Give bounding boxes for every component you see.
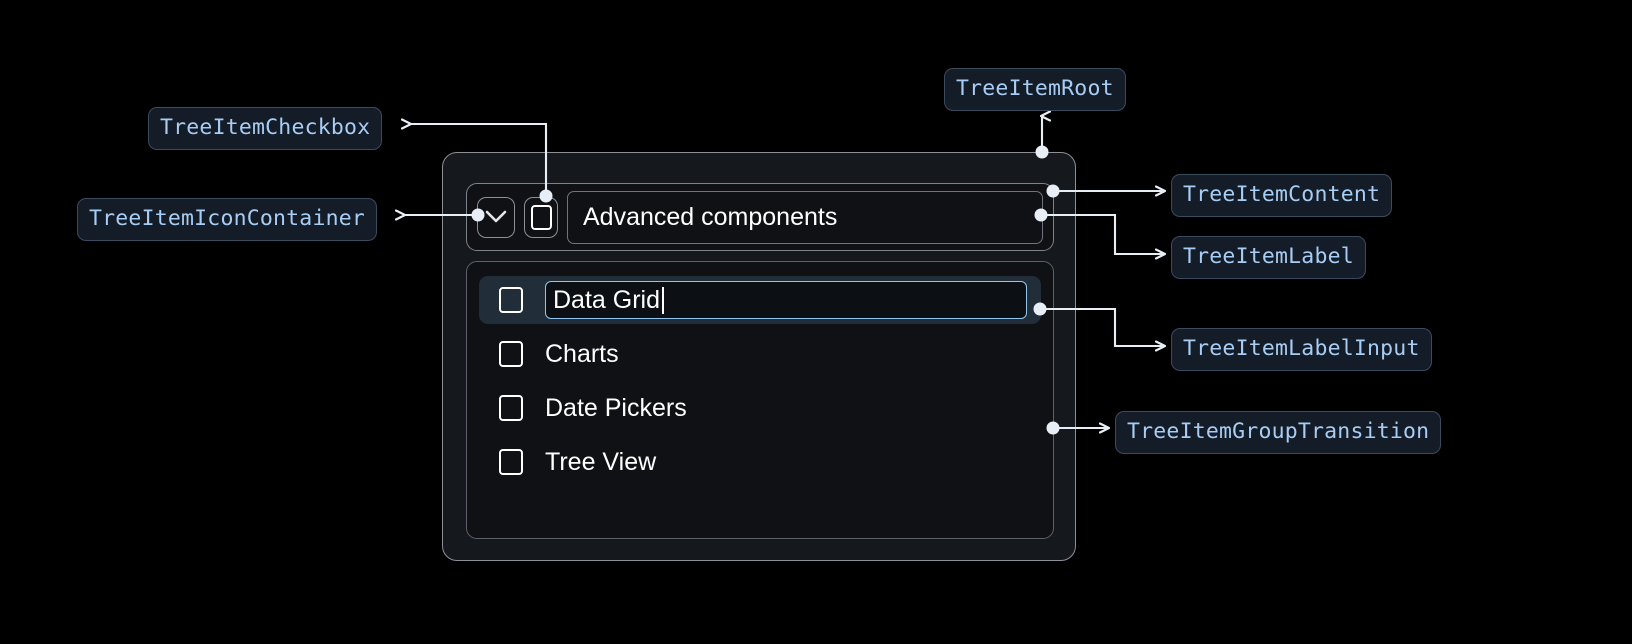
tree-item-label-text: Advanced components bbox=[583, 202, 838, 231]
tree-item-checkbox[interactable] bbox=[499, 287, 523, 313]
annotation-tree-item-root: TreeItemRoot bbox=[944, 68, 1126, 111]
tree-item-child-row[interactable]: Tree View bbox=[479, 438, 1041, 486]
tree-item-root[interactable]: Advanced components Data Grid Charts Dat… bbox=[442, 152, 1076, 561]
tree-item-group-transition: Data Grid Charts Date Pickers Tree View bbox=[466, 261, 1054, 539]
tree-item-child-row[interactable]: Charts bbox=[479, 330, 1041, 378]
text-caret bbox=[661, 286, 664, 314]
annotation-tree-item-label: TreeItemLabel bbox=[1171, 236, 1366, 279]
tree-item-content[interactable]: Advanced components bbox=[466, 183, 1054, 251]
tree-item-label: Charts bbox=[545, 339, 619, 368]
tree-item-label: Date Pickers bbox=[545, 393, 687, 422]
label-input-value: Data Grid bbox=[553, 285, 660, 314]
tree-item-label[interactable]: Advanced components bbox=[567, 190, 1043, 244]
annotation-tree-item-checkbox: TreeItemCheckbox bbox=[148, 107, 383, 150]
tree-item-child-row[interactable]: Data Grid bbox=[479, 276, 1041, 324]
tree-item-child-row[interactable]: Date Pickers bbox=[479, 384, 1041, 432]
tree-item-checkbox[interactable] bbox=[499, 395, 523, 421]
checkbox-square-icon bbox=[530, 204, 552, 230]
tree-item-checkbox[interactable] bbox=[499, 341, 523, 367]
tree-item-checkbox[interactable] bbox=[524, 196, 558, 238]
tree-item-label-input[interactable]: Data Grid bbox=[545, 281, 1027, 319]
chevron-down-icon bbox=[485, 210, 507, 224]
annotation-tree-item-label-input: TreeItemLabelInput bbox=[1171, 328, 1432, 371]
annotation-tree-item-group-transition: TreeItemGroupTransition bbox=[1115, 411, 1442, 454]
annotation-tree-item-icon-container: TreeItemIconContainer bbox=[77, 198, 378, 241]
tree-item-label: Tree View bbox=[545, 447, 657, 476]
tree-item-icon-container[interactable] bbox=[477, 196, 515, 238]
tree-item-checkbox[interactable] bbox=[499, 449, 523, 475]
annotation-tree-item-content: TreeItemContent bbox=[1171, 174, 1393, 217]
